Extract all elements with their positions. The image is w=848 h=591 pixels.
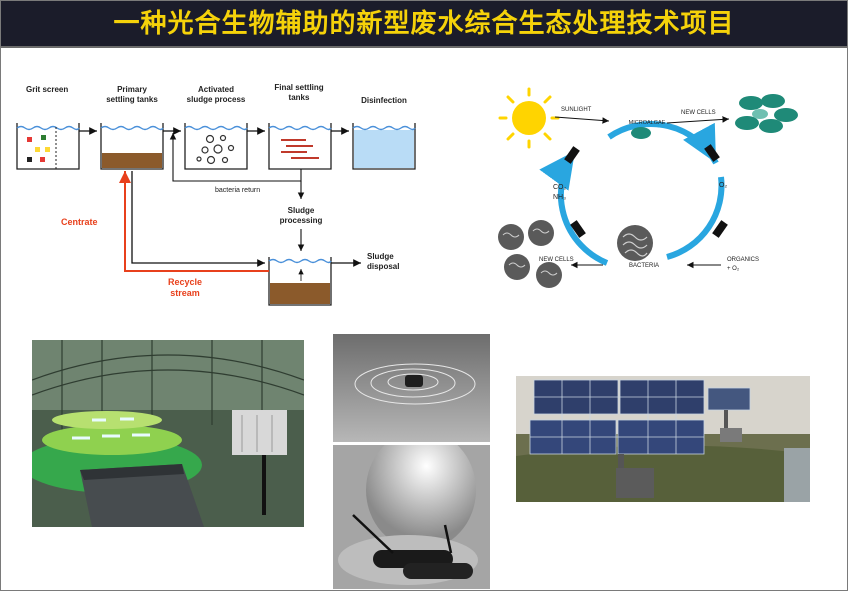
label-final-1: Final settling bbox=[274, 83, 323, 92]
label-primary-2: settling tanks bbox=[106, 95, 158, 104]
centrate-label: Centrate bbox=[61, 217, 98, 227]
disinfection-tank bbox=[352, 123, 416, 170]
photo-water-aerator bbox=[333, 334, 490, 442]
label-disinfection: Disinfection bbox=[361, 96, 407, 105]
grit-screen-tank bbox=[16, 123, 80, 170]
recycle-stream-label-1: Recycle bbox=[168, 277, 202, 287]
solar-panel-array bbox=[529, 379, 751, 455]
label-grit-screen: Grit screen bbox=[26, 85, 68, 94]
photo-underwater-aerator bbox=[333, 445, 490, 589]
sunlight-label: SUNLIGHT bbox=[561, 107, 592, 113]
sludge-processing-label-2: processing bbox=[280, 216, 323, 225]
bacteria-label: BACTERIA bbox=[629, 263, 659, 269]
photo-solar-panels bbox=[516, 376, 810, 502]
bacteria-cluster-icon bbox=[617, 225, 653, 261]
label-final-2: tanks bbox=[289, 93, 310, 102]
algae-cluster-icon bbox=[735, 94, 798, 133]
nh3-label: NH₃ bbox=[553, 194, 566, 201]
title-bar: 一种光合生物辅助的新型废水综合生态处理技术项目 bbox=[1, 1, 847, 48]
cycle-ring bbox=[539, 121, 728, 266]
slide-title: 一种光合生物辅助的新型废水综合生态处理技术项目 bbox=[113, 8, 735, 38]
sludge-disposal-label-1: Sludge bbox=[367, 252, 394, 261]
organics-label-2: + O₂ bbox=[727, 266, 740, 272]
co2-label: CO₂ bbox=[553, 184, 567, 191]
algae-bacteria-cycle-diagram: SUNLIGHT MICROALGAE NEW CELLS O₂ CO₂ NH₃ bbox=[498, 87, 798, 288]
wastewater-process-diagram: Grit screen Primary settling tanks Activ… bbox=[16, 83, 416, 306]
primary-settling-tank bbox=[100, 123, 164, 170]
bacteria-return-label: bacteria return bbox=[215, 187, 260, 194]
recycle-stream-label-2: stream bbox=[170, 288, 200, 298]
new-cells-top-label: NEW CELLS bbox=[681, 110, 716, 116]
sludge-disposal-label-2: disposal bbox=[367, 262, 399, 271]
final-settling-tank bbox=[268, 123, 332, 170]
sludge-processing-label-1: Sludge bbox=[288, 206, 315, 215]
o2-label: O₂ bbox=[719, 182, 727, 189]
sludge-processing-tank bbox=[268, 257, 332, 306]
bacteria-new-cells-icon bbox=[498, 220, 562, 288]
microalgae-cell-icon bbox=[631, 127, 651, 139]
new-cells-bottom-label: NEW CELLS bbox=[539, 257, 574, 263]
photo-greenhouse-algae-tanks bbox=[32, 340, 304, 527]
organics-label-1: ORGANICS bbox=[727, 257, 759, 263]
activated-sludge-tank bbox=[184, 123, 248, 170]
microalgae-label: MICROALGAE bbox=[629, 120, 666, 126]
label-primary-1: Primary bbox=[117, 85, 147, 94]
label-activated-1: Activated bbox=[198, 85, 234, 94]
sun-icon bbox=[498, 87, 560, 149]
label-activated-2: sludge process bbox=[187, 95, 246, 104]
